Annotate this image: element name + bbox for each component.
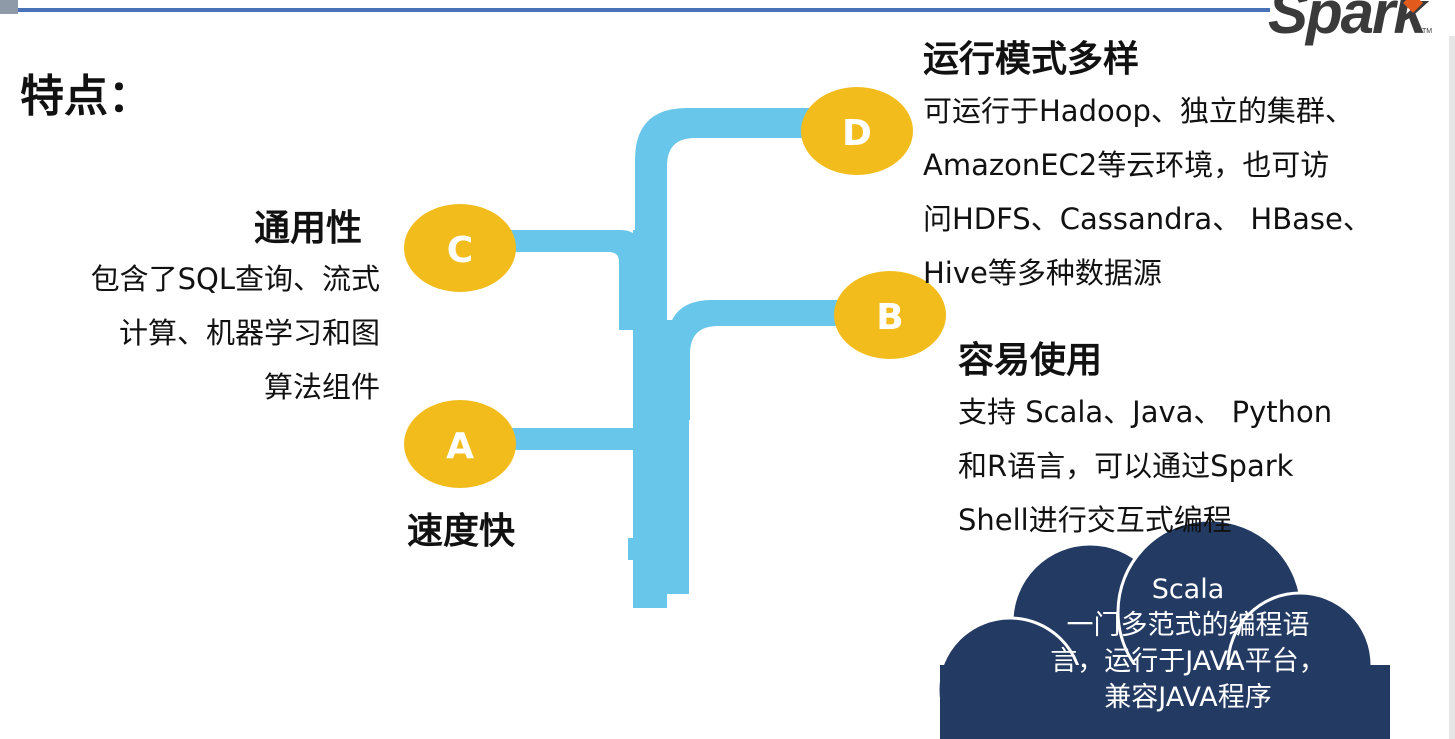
node-a-label: A <box>446 426 474 467</box>
node-a-circle <box>404 400 516 488</box>
run-modes-line-4: Hive等多种数据源 <box>923 256 1162 290</box>
spark-logo-trademark: TM <box>1422 28 1433 35</box>
node-d-label: D <box>842 113 872 154</box>
ease-of-use-heading: 容易使用 <box>958 340 1103 381</box>
speed-heading: 速度快 <box>407 511 516 552</box>
scala-cloud-line-1: Scala <box>1151 574 1225 605</box>
ease-of-use-description: 支持 Scala、Java、 Python 和R语言，可以通过Spark She… <box>958 385 1332 547</box>
node-c-circle <box>404 204 516 292</box>
top-left-mark <box>0 0 18 14</box>
run-modes-line-3: 问HDFS、Cassandra、 HBase、 <box>923 202 1372 236</box>
right-edge-strip <box>1449 36 1455 739</box>
generality-heading: 通用性 <box>254 208 363 249</box>
tree-trunk-notch <box>628 538 634 560</box>
scala-cloud-line-2: 一门多范式的编程语 <box>1066 610 1310 641</box>
node-c-label: C <box>447 230 473 271</box>
node-b-circle <box>834 271 946 359</box>
branch-d <box>635 108 830 330</box>
run-modes-line-1: 可运行于Hadoop、独立的集群、 <box>923 94 1354 128</box>
ease-of-use-line-2: 和R语言，可以通过Spark <box>958 449 1294 483</box>
scala-cloud-shape <box>936 518 1390 739</box>
run-modes-heading: 运行模式多样 <box>923 39 1140 80</box>
ease-of-use-line-1: 支持 Scala、Java、 Python <box>958 395 1333 429</box>
scala-cloud-text: Scala 一门多范式的编程语 言，运行于JAVA平台， 兼容JAVA程序 <box>1038 572 1338 716</box>
generality-line-1: 包含了SQL查询、流式 <box>90 262 380 296</box>
scala-cloud-line-4: 兼容JAVA程序 <box>1104 682 1272 713</box>
top-divider-bar <box>0 8 1270 12</box>
spark-logo: Spark <box>1268 0 1427 46</box>
node-d-circle <box>801 87 913 175</box>
ease-of-use-line-3: Shell进行交互式编程 <box>958 503 1232 537</box>
branch-b <box>667 300 860 420</box>
run-modes-description: 可运行于Hadoop、独立的集群、 AmazonEC2等云环境，也可访 问HDF… <box>923 84 1372 300</box>
generality-description: 包含了SQL查询、流式 计算、机器学习和图 算法组件 <box>32 252 380 414</box>
page-title: 特点： <box>20 71 152 122</box>
run-modes-line-2: AmazonEC2等云环境，也可访 <box>923 148 1330 182</box>
node-b-label: B <box>876 297 903 338</box>
generality-line-3: 算法组件 <box>263 370 380 404</box>
branch-a <box>480 428 640 450</box>
generality-line-2: 计算、机器学习和图 <box>118 316 380 350</box>
scala-cloud-line-3: 言，运行于JAVA平台， <box>1050 646 1326 677</box>
